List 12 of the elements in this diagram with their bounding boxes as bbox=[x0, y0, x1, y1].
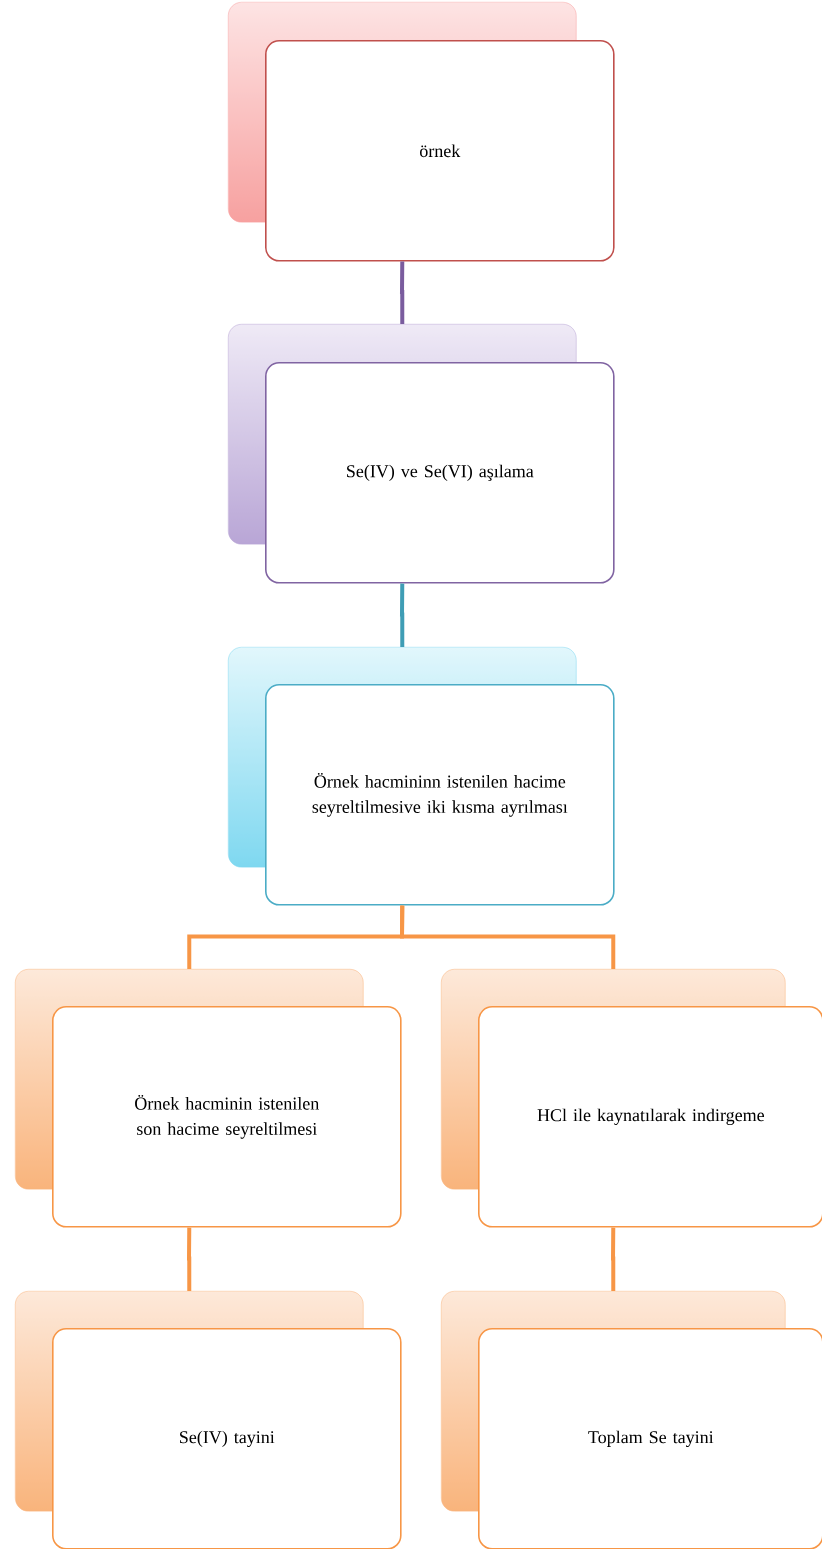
connector bbox=[400, 261, 405, 324]
connector bbox=[611, 1227, 616, 1291]
connector bbox=[400, 583, 405, 647]
step-box: Se(IV) ve Se(VI) aşılama bbox=[228, 324, 615, 584]
step-box: Se(IV) tayini bbox=[15, 1291, 402, 1549]
connector bbox=[187, 1227, 192, 1291]
step-box: Örnek hacminin istenilen son hacime seyreltilmesi bbox=[15, 969, 402, 1228]
step-box: HCl ile kaynatılarak indirgeme bbox=[441, 969, 822, 1228]
step-box: Toplam Se tayini bbox=[441, 1291, 822, 1549]
step-box: örnek bbox=[228, 2, 615, 262]
step-box: Örnek hacmininn istenilen hacime seyreltilmesive iki kısma ayrılması bbox=[228, 647, 615, 906]
connector bbox=[400, 905, 616, 969]
